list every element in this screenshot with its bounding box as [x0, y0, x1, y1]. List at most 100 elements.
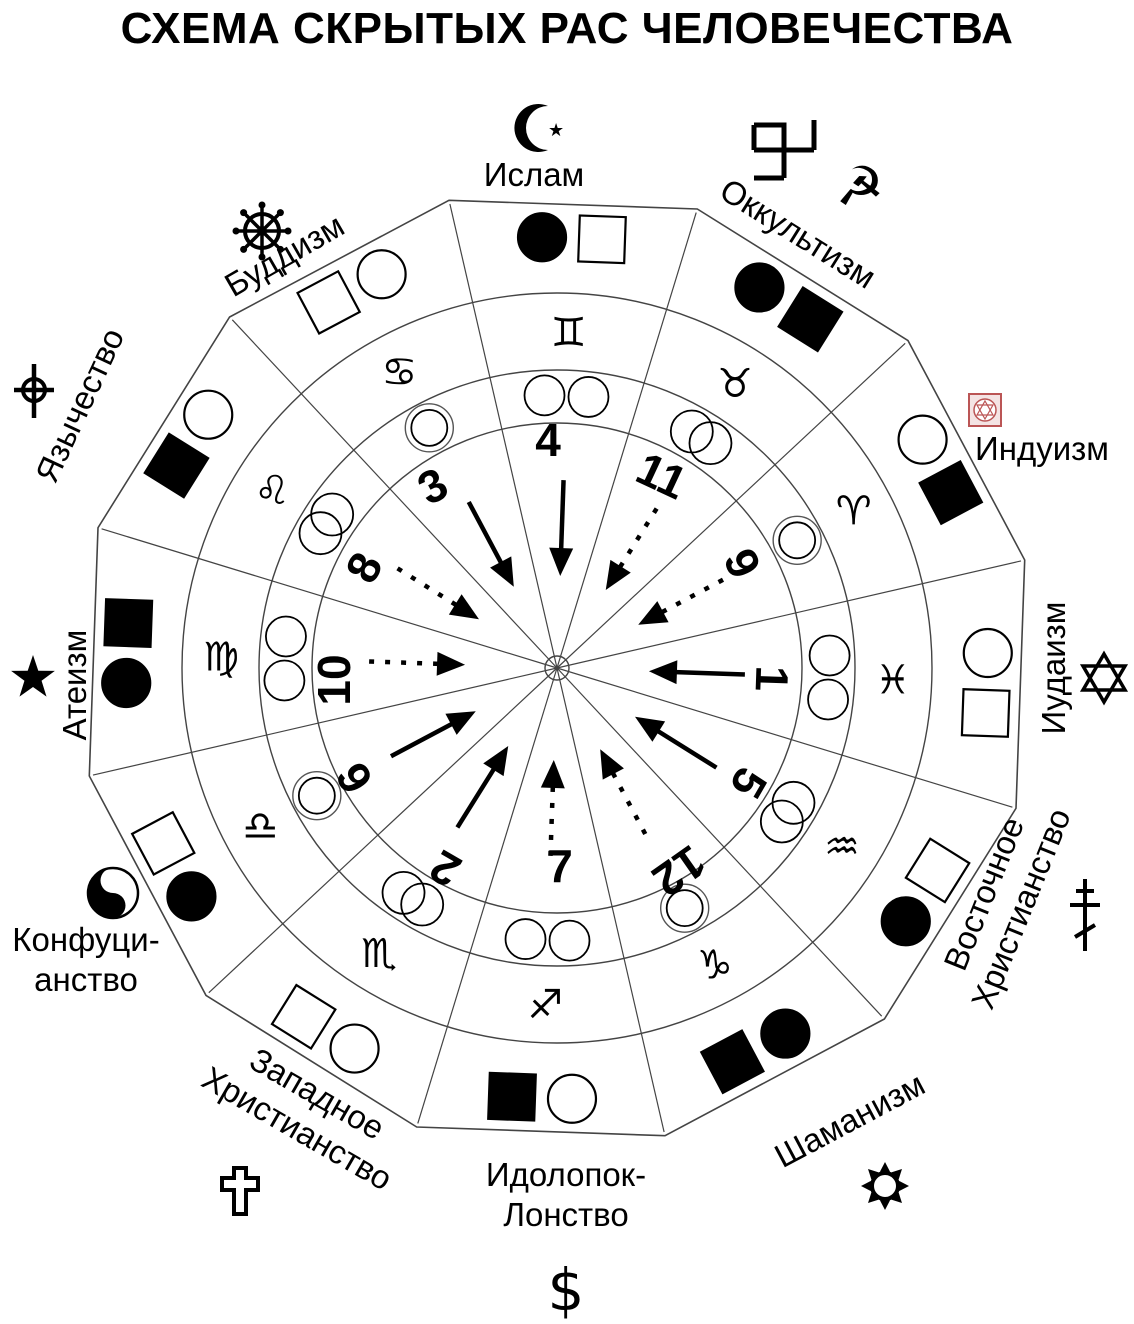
arrow-head	[605, 559, 631, 590]
twin-circle	[265, 615, 307, 658]
outer-marks	[699, 1008, 811, 1095]
zodiac-glyph: ♈	[836, 488, 872, 534]
zodiac-glyph: ♑	[697, 943, 733, 989]
outer-marks	[487, 1071, 598, 1124]
race-arrow	[600, 749, 648, 836]
race-arrow	[605, 507, 659, 590]
zodiac-glyph: ♋	[381, 349, 417, 395]
latin-cross-icon	[220, 1166, 260, 1216]
black-square-mark	[777, 286, 844, 353]
black-square-mark	[103, 598, 154, 648]
black-square-mark	[143, 432, 210, 499]
double-ring-outer	[404, 403, 455, 453]
zodiac-glyph: ♓	[875, 658, 911, 704]
twin-circle	[807, 678, 849, 721]
race-number: 12	[643, 835, 715, 907]
double-ring-inner	[410, 408, 449, 447]
middle-marks	[404, 403, 455, 453]
five-point-star-icon	[11, 655, 55, 697]
religion-label: Шаманизм	[768, 1065, 930, 1175]
white-circle-mark	[546, 1073, 598, 1124]
white-square-mark	[296, 269, 362, 336]
sector-divider	[208, 667, 558, 994]
race-arrow	[549, 480, 574, 577]
double-ring-inner	[778, 521, 817, 560]
arrow-shaft-dotted	[607, 765, 648, 836]
black-circle-mark	[101, 657, 152, 709]
dollar-icon: $	[548, 1256, 585, 1324]
svg-text:$: $	[548, 1256, 585, 1324]
outer-marks	[270, 983, 380, 1074]
middle-marks	[523, 374, 610, 418]
white-circle-mark	[897, 414, 948, 465]
arrow-head	[448, 594, 479, 620]
outer-marks	[960, 627, 1013, 738]
middle-marks	[759, 780, 816, 844]
white-square-mark	[577, 214, 627, 265]
black-square-mark	[487, 1071, 537, 1122]
sector-divider	[231, 319, 558, 669]
race-arrow	[455, 746, 509, 829]
race-number: 10	[308, 654, 360, 705]
black-circle-mark	[880, 896, 931, 947]
celtic-cross-icon	[14, 364, 54, 418]
twin-circle	[567, 376, 610, 418]
race-arrow	[389, 711, 476, 759]
religion-label: Язычество	[28, 322, 131, 488]
race-number: 7	[547, 840, 573, 892]
svg-text:★: ★	[548, 120, 564, 141]
zodiac-glyph: ♐	[527, 982, 563, 1028]
race-number: 5	[720, 759, 778, 807]
religion-label: Атеизм	[56, 630, 93, 741]
sector-divider	[92, 667, 558, 776]
overlap-circle	[688, 421, 733, 466]
double-ring-inner	[665, 889, 704, 928]
double-ring-outer	[659, 883, 710, 933]
race-number: 8	[335, 544, 393, 591]
arrow-shaft-solid	[650, 725, 718, 770]
outer-marks	[516, 212, 627, 265]
middle-marks	[807, 634, 851, 721]
arrow-head	[436, 651, 466, 676]
crescent-star-icon: ★	[514, 104, 564, 152]
svg-text:☭: ☭	[836, 155, 884, 218]
religion-label: Идолопок-Лонство	[486, 1156, 646, 1233]
arrow-shaft-solid	[466, 500, 507, 571]
arrow-shaft-solid	[558, 480, 566, 557]
sector-divider	[556, 560, 1022, 669]
overlap-circle	[669, 409, 714, 454]
zodiac-glyph: ♍	[203, 634, 239, 680]
overlap-circle	[310, 492, 355, 537]
race-arrow	[396, 566, 479, 620]
race-number: 4	[535, 414, 561, 466]
white-circle-mark	[183, 389, 234, 440]
sector-divider	[556, 342, 906, 669]
arrow-head	[648, 660, 678, 685]
middle-marks	[659, 883, 710, 933]
outer-marks	[101, 598, 154, 709]
religion-label: Ислам	[484, 156, 585, 193]
black-circle-mark	[516, 212, 568, 263]
black-square-mark	[918, 460, 984, 526]
middle-marks	[381, 870, 445, 927]
arrow-head	[600, 749, 624, 780]
outer-marks	[143, 389, 234, 499]
religion-label: Индуизм	[975, 430, 1109, 467]
double-ring-outer	[292, 770, 342, 821]
religion-label: ЗападноеХристианство	[196, 1024, 419, 1197]
race-arrow	[466, 500, 514, 587]
arrow-shaft-dotted	[654, 577, 725, 618]
sector-10: ♍ 10 Атеизм	[11, 598, 466, 741]
center-ring	[544, 655, 570, 681]
twin-circle	[263, 659, 306, 702]
sector-divider	[449, 203, 558, 669]
outer-dodecagon	[88, 199, 1026, 1137]
swastika-and-hammer-sickle-icon: ☭	[751, 120, 884, 218]
race-number: 3	[409, 457, 456, 515]
outer-marks	[130, 810, 217, 922]
sector-divider	[417, 667, 558, 1124]
